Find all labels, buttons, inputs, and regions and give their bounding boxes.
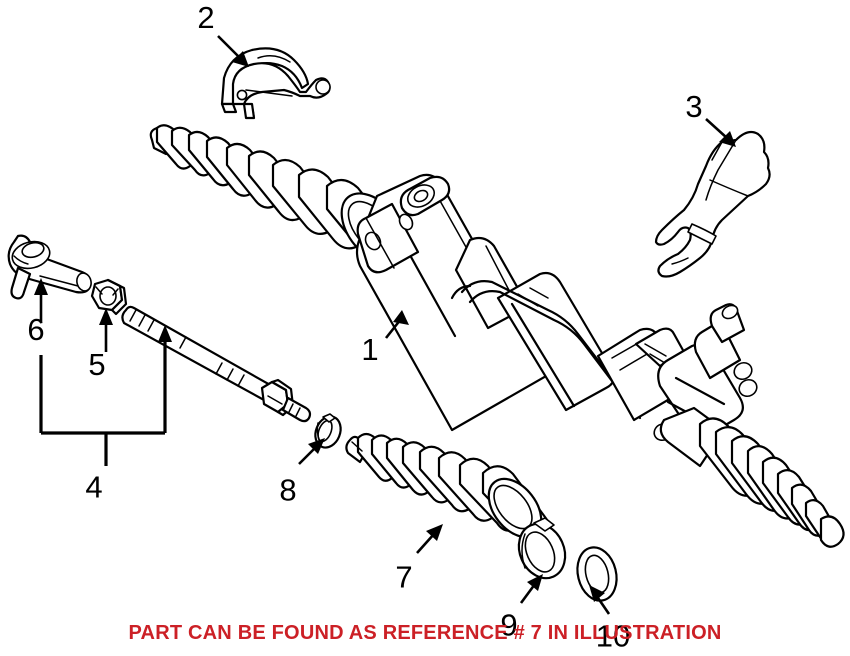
rack-right-bellows-boot	[698, 417, 845, 548]
part-jam-nut	[90, 278, 128, 316]
part-bellows-boot	[345, 432, 552, 544]
callout-9-label: 9	[500, 607, 517, 642]
callout-2: 2	[197, 0, 249, 67]
hydraulic-lines	[450, 280, 642, 420]
callout-1-label: 1	[361, 332, 378, 367]
callout-5-label: 5	[88, 347, 105, 382]
callout-2-label: 2	[197, 0, 214, 35]
callout-6-label: 6	[27, 312, 44, 347]
callout-3-label: 3	[685, 89, 702, 124]
callout-3: 3	[685, 89, 736, 147]
callout-5: 5	[88, 308, 113, 382]
reference-note: PART CAN BE FOUND AS REFERENCE # 7 IN IL…	[128, 622, 722, 644]
part-outer-tie-rod-end	[7, 234, 92, 300]
callout-1: 1	[361, 310, 409, 367]
callout-6: 6	[27, 278, 48, 347]
part-heat-shield-bracket	[654, 130, 771, 278]
callout-9: 9	[500, 574, 543, 642]
callout-8: 8	[279, 438, 325, 507]
part-large-boot-clamp	[517, 517, 567, 580]
callout-7: 7	[395, 524, 443, 594]
part-sealing-washer-ring	[576, 546, 618, 602]
callout-7-label: 7	[395, 559, 412, 594]
callout-8-label: 8	[279, 472, 296, 507]
callout-4: 4	[39, 325, 172, 504]
callout-10-label: 10	[596, 618, 630, 653]
part-steering-rack-assembly	[149, 124, 845, 548]
callout-4-label: 4	[85, 469, 102, 504]
rack-housing-cylinder	[355, 173, 616, 432]
part-inner-tie-rod	[121, 305, 312, 423]
callout-10: 10	[589, 585, 630, 653]
